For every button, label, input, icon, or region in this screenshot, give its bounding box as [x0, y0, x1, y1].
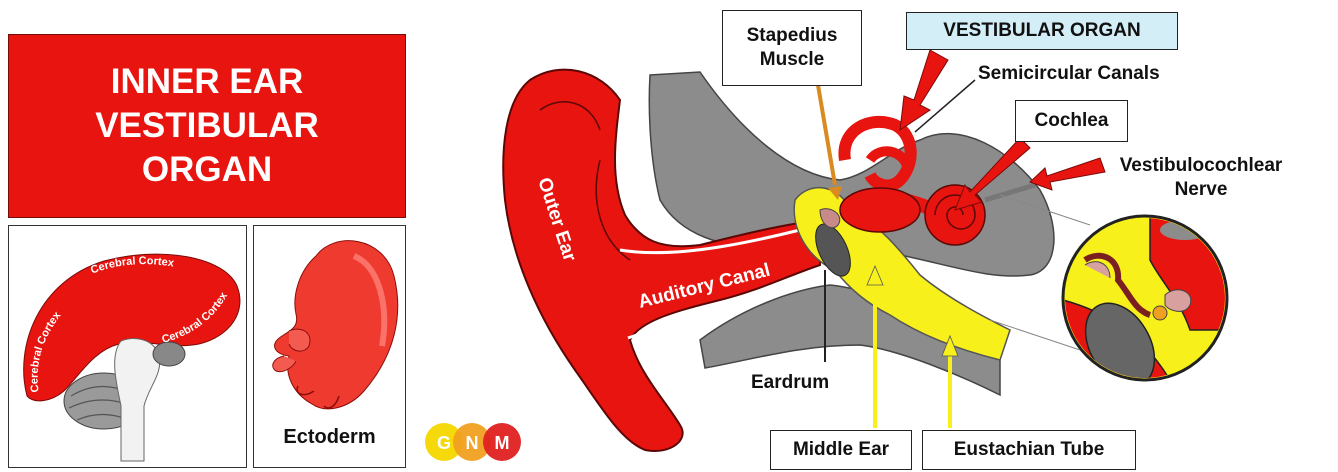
vestibular-organ-label: VESTIBULAR ORGAN: [906, 12, 1178, 50]
nerve-label: Vestibulocochlear Nerve: [1106, 154, 1296, 202]
nerve-arrow: [1030, 158, 1105, 190]
nerve-label-line1: Vestibulocochlear: [1106, 154, 1296, 178]
vestibular-arrow: [900, 50, 948, 130]
stapedius-label-line1: Stapedius: [747, 24, 838, 48]
cochlea-label: Cochlea: [1015, 100, 1128, 142]
middle-ear-label: Middle Ear: [770, 430, 912, 470]
stapedius-label-line2: Muscle: [760, 48, 824, 72]
stapedius-pointer: [818, 85, 835, 185]
eustachian-tube-label: Eustachian Tube: [922, 430, 1136, 470]
nerve-label-line2: Nerve: [1106, 178, 1296, 202]
semicircular-canals-label: Semicircular Canals: [978, 62, 1160, 86]
stapedius-label: Stapedius Muscle: [722, 10, 862, 86]
eardrum-label: Eardrum: [751, 371, 829, 395]
